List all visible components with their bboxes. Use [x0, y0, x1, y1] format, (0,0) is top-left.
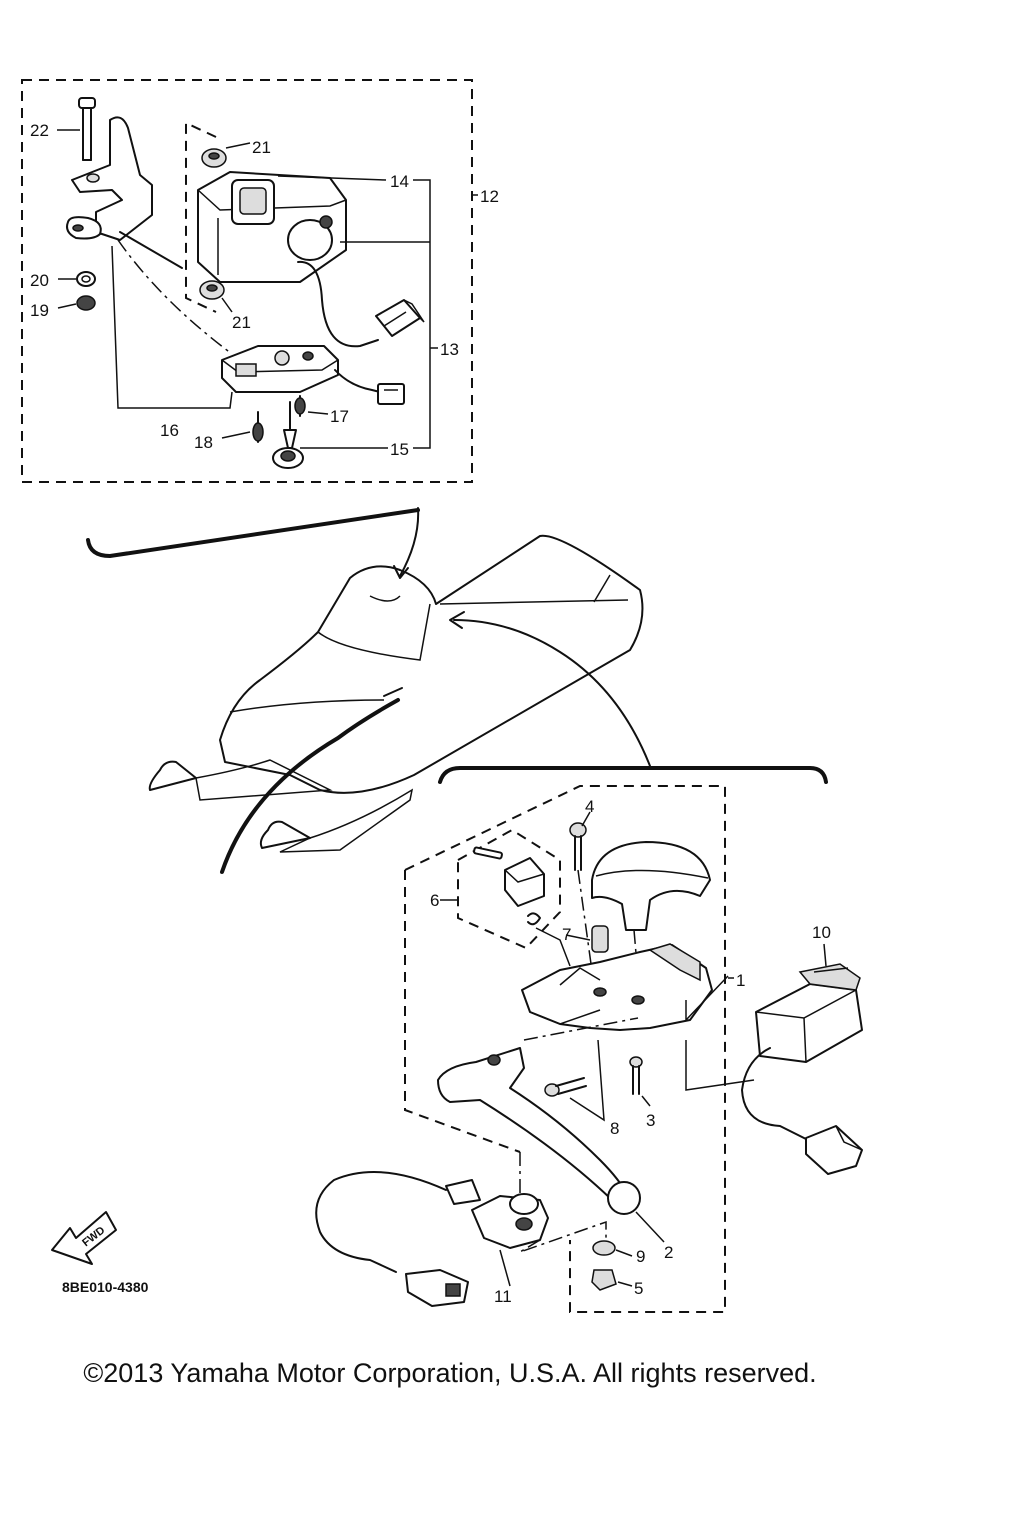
callout-13: 13	[440, 340, 459, 359]
leader-3	[641, 1095, 651, 1107]
pointer-arrow-top	[399, 507, 420, 577]
part-16-base-plate	[221, 345, 339, 393]
copyright-notice: ©2013 Yamaha Motor Corporation, U.S.A. A…	[83, 1358, 817, 1388]
callout-15: 15	[390, 440, 409, 459]
callout-20: 20	[30, 271, 49, 290]
dash-group-21	[185, 121, 217, 313]
leader-19	[57, 303, 77, 309]
part-17-screw	[294, 395, 306, 417]
dash-group-6	[457, 828, 561, 950]
lower-frame-left	[404, 870, 521, 1153]
leader-17	[307, 411, 329, 415]
module-connector	[805, 1125, 863, 1175]
part-21-nut-bottom	[199, 280, 225, 300]
part-22-bolt	[78, 97, 96, 161]
part-3-screw	[629, 1056, 643, 1095]
callout-8: 8	[610, 1119, 619, 1138]
leader-8	[569, 1039, 605, 1122]
leader-10	[823, 943, 827, 967]
switch-bracket	[66, 116, 153, 241]
part-6-spring	[527, 912, 541, 926]
leader-11	[499, 1249, 511, 1287]
fwd-arrow-icon: FWD	[51, 1211, 117, 1265]
part-9-washer	[592, 1240, 616, 1256]
callout-3: 3	[646, 1111, 655, 1130]
upper-inset-frame	[21, 79, 473, 483]
sensor-cable	[315, 1171, 447, 1273]
pointer-arrow-right	[453, 619, 651, 767]
part-20-washer	[76, 271, 96, 287]
switch-connector	[375, 299, 425, 337]
part-7-pin	[591, 925, 609, 953]
part-2-throttle-lever	[437, 1047, 641, 1215]
callout-2: 2	[664, 1243, 673, 1262]
part-1-lever-bracket	[521, 943, 713, 1031]
leader-14	[277, 175, 387, 181]
callout-22: 22	[30, 121, 49, 140]
callout-6: 6	[430, 891, 439, 910]
sensor-connector	[405, 1269, 469, 1307]
leader-21-bottom	[221, 297, 233, 313]
snowmobile-body	[219, 534, 644, 794]
bracket-14-15	[413, 179, 431, 449]
lower-inset: 1 2 3 4 5 6 7 8 9 10 11	[315, 785, 863, 1313]
callout-19: 19	[30, 301, 49, 320]
leader-16	[111, 245, 233, 409]
part-6-block	[473, 846, 545, 907]
leader-4	[581, 811, 591, 827]
callout-18: 18	[194, 433, 213, 452]
callout-16: 16	[160, 421, 179, 440]
snowmobile-outline	[86, 507, 828, 874]
leader-18	[221, 431, 251, 439]
assembly-line-b	[119, 231, 183, 269]
assembly-line-a	[117, 239, 233, 355]
callout-12: 12	[480, 187, 499, 206]
cover-cap	[591, 841, 711, 931]
part-11-throttle-sensor	[445, 1179, 549, 1249]
harness-cable	[334, 369, 381, 393]
part-14-switch-housing	[197, 171, 347, 283]
upper-inset: 22 21 21 14 12 13 20 19 17 16 18 15	[21, 79, 499, 483]
leader-9	[615, 1249, 633, 1257]
leader-21-top	[225, 142, 251, 149]
diagram-code: 8BE010-4380	[62, 1279, 149, 1295]
part-4-screw	[569, 822, 587, 871]
pointer-arrow-left	[220, 698, 400, 874]
callout-21-top: 21	[252, 138, 271, 157]
callout-4: 4	[585, 797, 594, 816]
part-15-screw	[272, 401, 304, 469]
callout-1: 1	[736, 971, 745, 990]
lower-frame-right	[404, 785, 726, 1313]
part-8-screw	[544, 1077, 587, 1097]
callout-14: 14	[390, 172, 409, 191]
leader-5	[617, 1281, 633, 1287]
part-21-nut-top	[201, 148, 227, 168]
leader-2	[635, 1211, 665, 1243]
module-cable	[741, 1047, 809, 1141]
callout-11: 11	[494, 1287, 512, 1306]
part-18-screw	[252, 411, 264, 443]
callout-7: 7	[562, 925, 571, 944]
callout-5: 5	[634, 1279, 643, 1298]
harness-connector	[377, 383, 405, 405]
callout-9: 9	[636, 1247, 645, 1266]
pointer-bar-top	[86, 508, 420, 559]
leader-7	[565, 934, 591, 941]
callout-10: 10	[812, 923, 831, 942]
part-19-nut	[76, 295, 96, 311]
switch-cable	[297, 260, 379, 348]
callout-17: 17	[330, 407, 349, 426]
callout-21-bottom: 21	[232, 313, 251, 332]
part-5-nut	[591, 1269, 617, 1291]
pointer-bar-bottom	[438, 766, 828, 784]
part-10-module	[755, 963, 863, 1063]
